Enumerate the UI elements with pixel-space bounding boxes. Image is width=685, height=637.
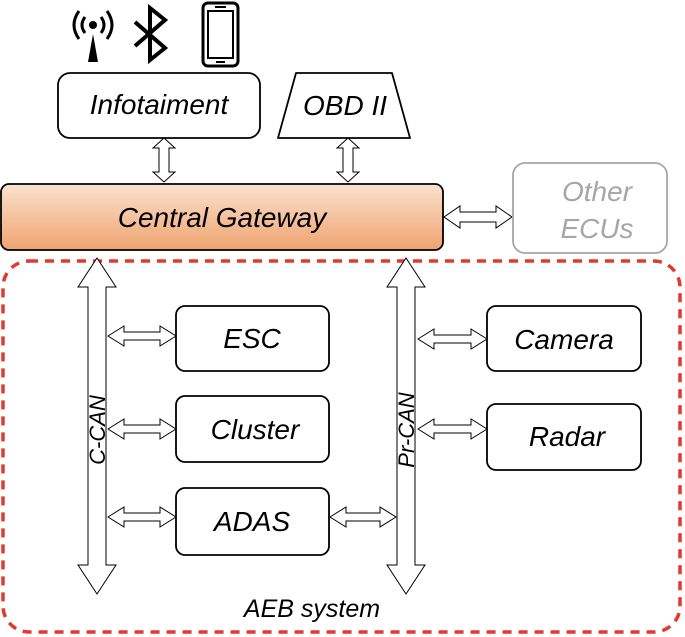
c-can-esc-arrow: [107, 325, 177, 347]
central-gateway-label: Central Gateway: [118, 202, 329, 233]
pr-can-camera-arrow: [417, 328, 488, 350]
antenna-icon: [72, 10, 114, 62]
cluster-label: Cluster: [211, 414, 301, 445]
esc-label: ESC: [223, 323, 281, 354]
cluster-box: Cluster: [175, 395, 330, 463]
camera-label: Camera: [514, 324, 614, 355]
infotainment-gateway-arrow: [151, 137, 177, 183]
other-ecus-label-line1: Other: [562, 176, 634, 207]
pr-can-label: Pr-CAN: [394, 392, 419, 467]
aeb-system-label: AEB system: [242, 595, 380, 623]
smartphone-icon: [201, 1, 240, 68]
aeb-system-region: [1, 259, 682, 634]
other-ecus-box: Other ECUs: [512, 162, 668, 254]
radar-label: Radar: [529, 421, 607, 452]
bluetooth-icon: [133, 3, 169, 65]
c-can-cluster-arrow: [107, 418, 177, 440]
obd-gateway-arrow: [335, 137, 361, 183]
obd-label: OBD II: [303, 90, 387, 121]
obd-box: OBD II: [277, 72, 411, 139]
pr-can-radar-arrow: [417, 418, 488, 440]
camera-box: Camera: [486, 305, 642, 372]
infotainment-label: Infotaiment: [90, 89, 230, 120]
other-ecus-label-line2: ECUs: [560, 213, 633, 244]
c-can-label: C-CAN: [85, 395, 110, 465]
adas-box: ADAS: [175, 487, 330, 556]
c-can-bus: C-CAN: [77, 257, 117, 595]
radar-box: Radar: [486, 403, 642, 471]
infotainment-box: Infotaiment: [57, 72, 261, 139]
adas-pr-can-arrow: [329, 506, 397, 528]
gateway-other-ecus-arrow: [443, 205, 513, 229]
central-gateway-box: Central Gateway: [0, 183, 444, 251]
c-can-adas-arrow: [107, 506, 177, 528]
esc-box: ESC: [175, 305, 330, 372]
adas-label: ADAS: [212, 506, 291, 537]
pr-can-bus: Pr-CAN: [386, 257, 426, 595]
